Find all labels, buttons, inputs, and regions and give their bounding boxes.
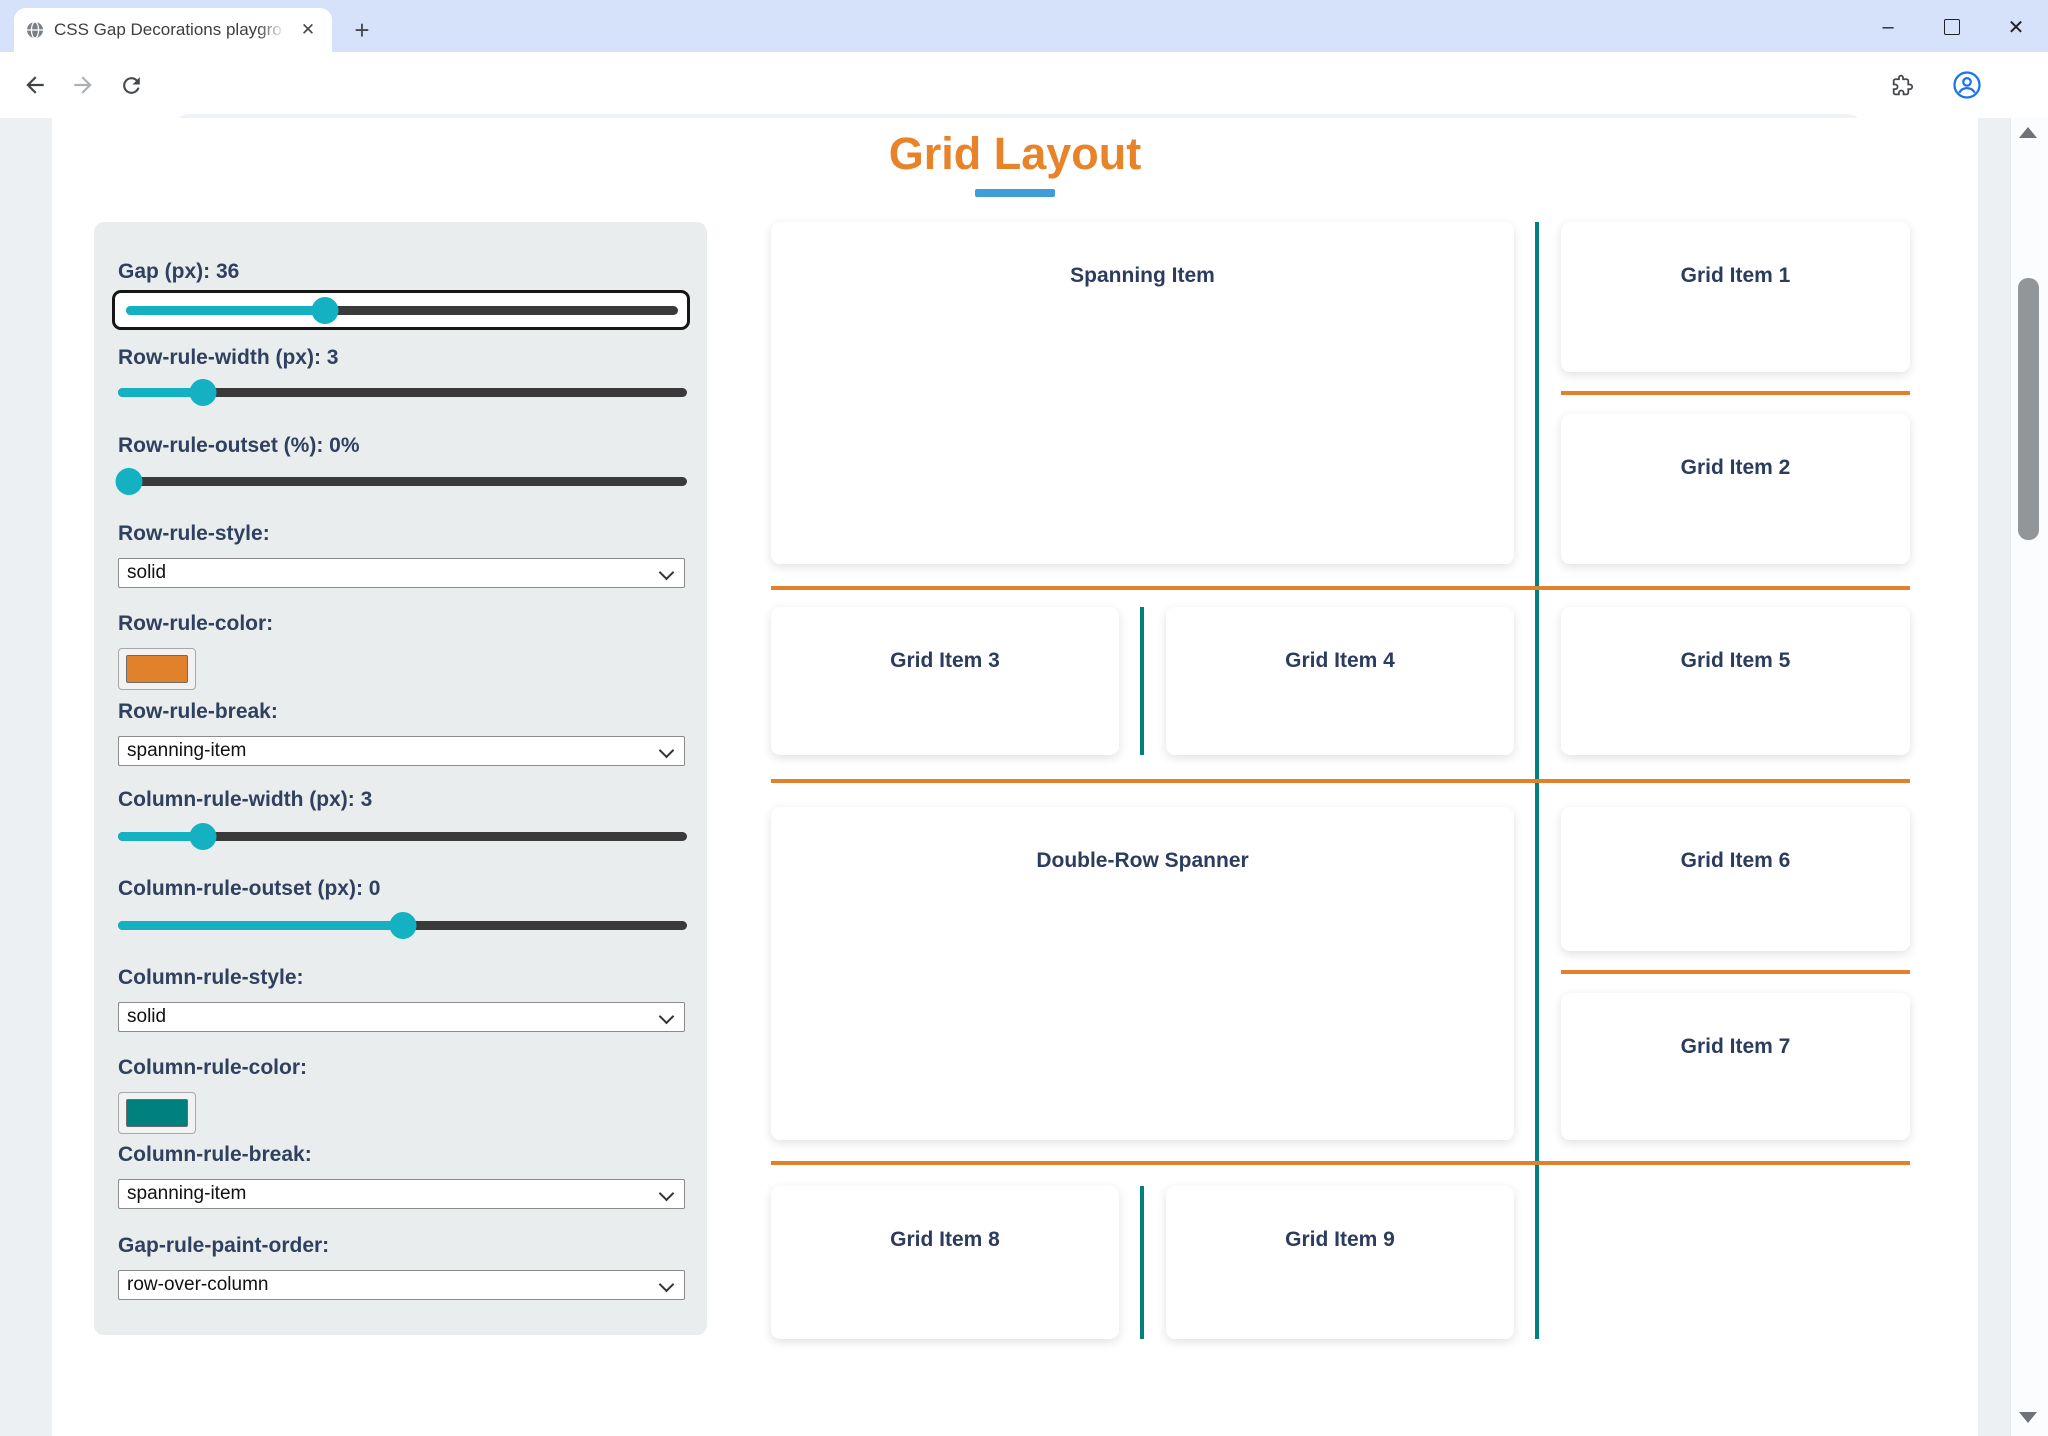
row-rule [771,779,1910,783]
row-rule [1561,391,1910,395]
column-rule-outset-slider[interactable] [118,912,687,939]
title-underline [975,189,1055,197]
tab-title: CSS Gap Decorations playgroun [54,20,282,39]
gap-rule-paint-order-label: Gap-rule-paint-order: [118,1234,330,1257]
chevron-down-icon [658,564,675,581]
extensions-button[interactable] [1882,66,1920,104]
row-rule-break-select[interactable]: spanning-item [118,736,685,766]
browser-tab[interactable]: CSS Gap Decorations playgroun ✕ [14,8,332,52]
chevron-down-icon [658,1008,675,1025]
row-rule [1561,970,1910,974]
chevron-down-icon [658,1185,675,1202]
row-rule-color-input[interactable] [118,648,196,690]
scrollbar-down-arrow[interactable] [2019,1412,2037,1423]
row-rule-outset-slider-thumb[interactable] [115,468,143,495]
puzzle-icon [1892,74,1913,95]
column-rule [1140,1186,1144,1339]
row-rule-width-label: Row-rule-width (px): 3 [118,346,339,369]
window-close-button[interactable]: ✕ [2007,16,2025,39]
grid-card-1: Grid Item 1 [1561,222,1910,372]
grid-card-5: Grid Item 5 [1561,607,1910,755]
tab-strip: CSS Gap Decorations playgroun ✕ + – ✕ [0,0,2048,52]
scrollbar-thumb[interactable] [2018,278,2039,540]
row-rule-width-slider[interactable] [118,379,687,406]
tab-close-icon[interactable]: ✕ [300,20,316,39]
row-rule-style-label: Row-rule-style: [118,522,270,545]
globe-favicon [27,21,43,39]
row-rule-outset-slider[interactable] [115,468,687,495]
grid-card-3: Grid Item 3 [771,607,1119,755]
controls-panel: Gap (px): 36 Row-rule-width (px): 3 Row-… [94,222,707,1335]
chevron-down-icon [658,742,675,759]
maximize-icon [1944,19,1960,35]
row-rule [771,1161,1910,1165]
row-rule-width-slider-thumb[interactable] [189,379,217,406]
column-rule-break-label: Column-rule-break: [118,1143,312,1166]
tab-title-fade [258,12,292,48]
column-rule-width-slider[interactable] [118,823,687,850]
gap-slider-thumb[interactable] [311,296,339,324]
column-rule-break-select[interactable]: spanning-item [118,1179,685,1209]
gap-slider[interactable] [112,290,690,330]
grid-card-8: Grid Item 8 [771,1186,1119,1339]
gap-slider-track[interactable] [126,296,678,324]
column-rule-width-label: Column-rule-width (px): 3 [118,788,373,811]
back-button[interactable] [16,66,54,104]
row-rule-style-select[interactable]: solid [118,558,685,588]
row-rule-color-label: Row-rule-color: [118,612,274,635]
gap-label: Gap (px): 36 [118,260,240,283]
forward-button[interactable] [64,66,102,104]
column-rule-style-select[interactable]: solid [118,1002,685,1032]
new-tab-button[interactable]: + [354,14,370,45]
chevron-down-icon [658,1276,675,1293]
row-rule-break-label: Row-rule-break: [118,700,278,723]
grid-card-6: Grid Item 6 [1561,807,1910,951]
profile-avatar-icon [1953,71,1981,99]
column-rule-outset-label: Column-rule-outset (px): 0 [118,877,381,900]
gap-slider-fill [126,305,325,315]
window-maximize-button[interactable] [1932,14,1972,40]
grid-card-4: Grid Item 4 [1166,607,1514,755]
gap-rule-paint-order-select[interactable]: row-over-column [118,1270,685,1300]
column-rule-color-input[interactable] [118,1092,196,1134]
column-rule [1140,607,1144,755]
row-rule-outset-label: Row-rule-outset (%): 0% [118,434,360,457]
column-rule-color-swatch [126,1099,188,1127]
column-rule-outset-slider-thumb[interactable] [389,912,416,939]
column-rule-width-slider-thumb[interactable] [189,823,217,850]
back-arrow-icon [26,76,44,94]
reload-button[interactable] [112,66,150,104]
scrollbar-up-arrow[interactable] [2019,127,2037,138]
grid-card-9: Grid Item 9 [1166,1186,1514,1339]
row-rule [771,586,1910,590]
profile-button[interactable] [1948,66,1986,104]
grid-card-spanning-item: Spanning Item [771,222,1514,564]
grid-card-double-row-spanner: Double-Row Spanner [771,807,1514,1140]
column-rule-style-label: Column-rule-style: [118,966,304,989]
column-rule-color-label: Column-rule-color: [118,1056,307,1079]
page-title: Grid Layout [888,128,1142,179]
grid-card-7: Grid Item 7 [1561,993,1910,1140]
browser-toolbar: microsoftedge.github.io/Demos/css-gap-de… [0,52,2048,160]
forward-arrow-icon [74,76,92,94]
grid-card-2: Grid Item 2 [1561,414,1910,564]
reload-icon [122,76,140,94]
window-minimize-button[interactable]: – [1882,15,1894,38]
row-rule-color-swatch [126,655,188,683]
